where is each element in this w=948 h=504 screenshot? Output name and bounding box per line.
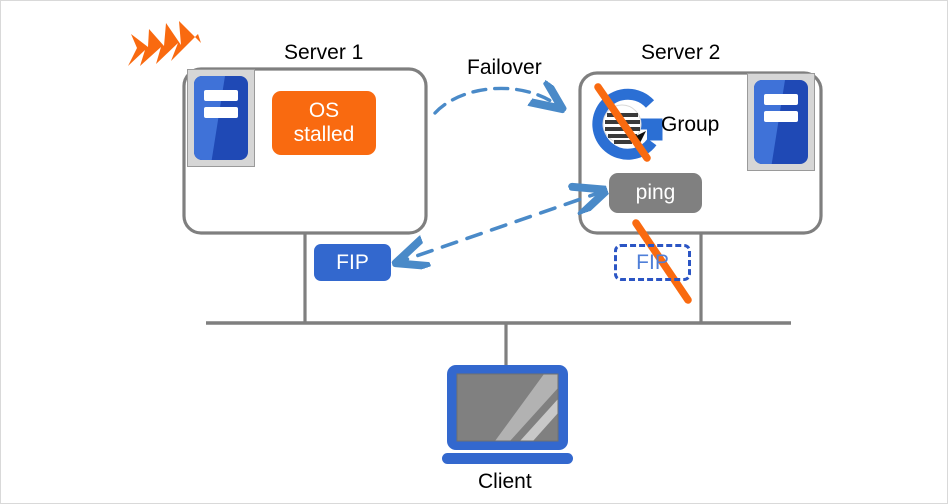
server1-rack-bar-2 (203, 107, 239, 118)
client-monitor-icon (442, 365, 573, 464)
failover-label: Failover (467, 56, 542, 79)
fip-active-badge: FIP (314, 244, 391, 281)
server2-rack-icon (747, 73, 815, 171)
server2-rack-body (754, 80, 808, 164)
fip-inactive-label: FIP (636, 250, 669, 274)
server2-rack-bar-1 (763, 94, 799, 106)
fip-active-label: FIP (336, 250, 369, 274)
server2-rack-bar-2 (763, 111, 799, 122)
os-stalled-line-1: OS (308, 99, 340, 123)
ping-label: ping (635, 181, 676, 205)
server1-rack-body (194, 76, 248, 160)
group-label: Group (661, 113, 720, 136)
server2-label: Server 2 (641, 41, 721, 64)
group-disabled-slash-icon (594, 83, 651, 162)
server1-rack-bar-1 (203, 90, 239, 102)
ping-to-fip-arrow (399, 191, 604, 262)
os-stalled-badge: OS stalled (272, 91, 376, 155)
fip-inactive-badge: FIP (614, 244, 691, 281)
server1-rack-icon (187, 69, 255, 167)
os-stalled-line-2: stalled (293, 123, 355, 146)
fip-disabled-slash-icon (632, 219, 692, 304)
client-label: Client (478, 470, 532, 493)
ping-badge: ping (609, 173, 702, 213)
lightning-bolt-icon (128, 21, 201, 66)
server1-label: Server 1 (284, 41, 364, 64)
failover-arrow (433, 88, 557, 115)
